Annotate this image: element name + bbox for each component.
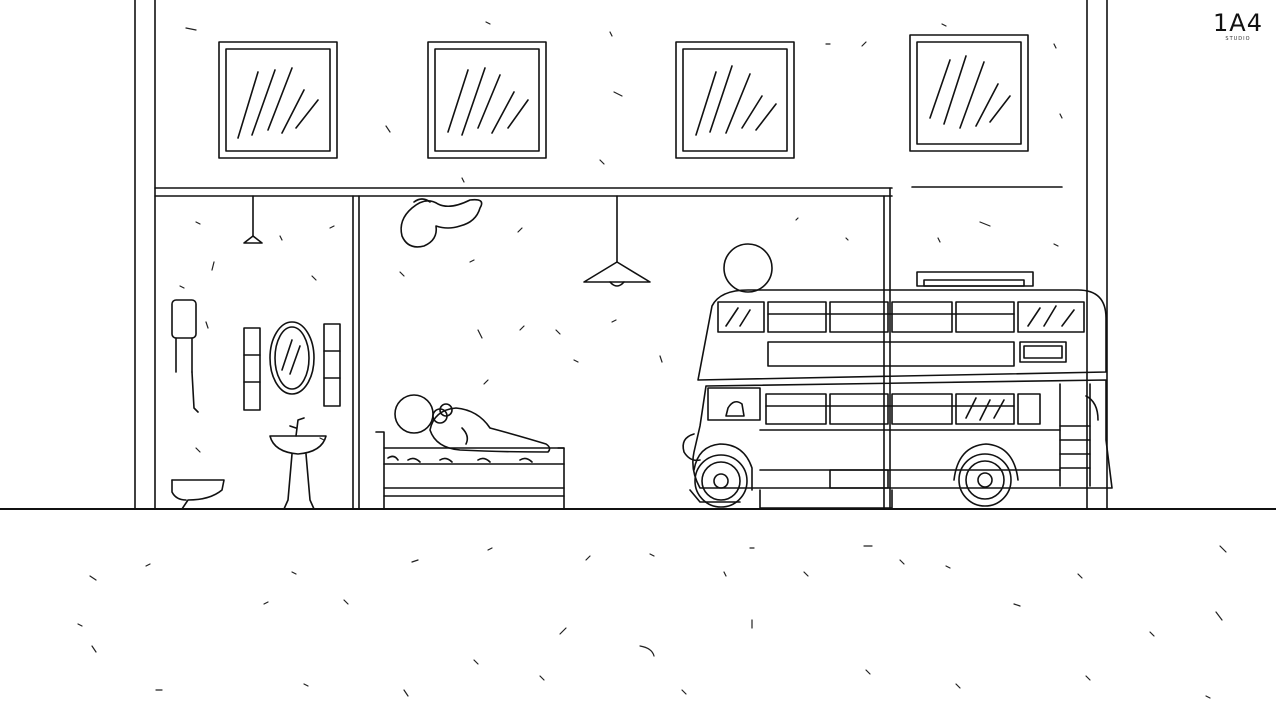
studio-logo-main: 1A4 xyxy=(1213,9,1263,37)
studio-logo-sub: STUDIO xyxy=(1225,36,1251,42)
studio-logo: 1A4 STUDIO xyxy=(1208,10,1268,42)
window-2 xyxy=(427,41,547,159)
bathroom-lamp xyxy=(243,195,263,244)
double-decker-bus xyxy=(682,243,1113,509)
bed xyxy=(375,431,565,510)
ceiling-stain xyxy=(400,198,483,248)
toilet xyxy=(171,299,225,510)
window-4 xyxy=(909,34,1029,152)
sleeping-character xyxy=(394,394,551,453)
bathroom-shelves xyxy=(243,323,341,411)
hanging-lamp xyxy=(583,195,651,287)
window-3 xyxy=(675,41,795,159)
window-1 xyxy=(218,41,338,159)
bathroom-sink xyxy=(269,417,327,510)
texture-speckles xyxy=(77,21,1227,699)
bathroom-mirror xyxy=(269,321,315,395)
building xyxy=(134,0,1108,510)
